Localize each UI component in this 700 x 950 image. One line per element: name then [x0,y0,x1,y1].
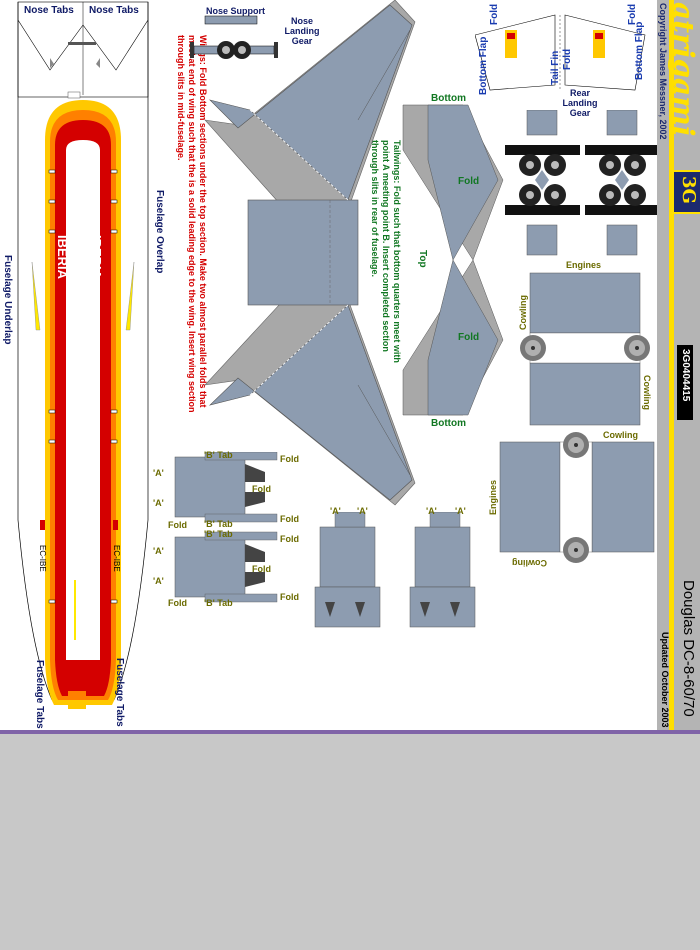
atrigami-logo: atrigami [667,2,700,137]
background-area [0,734,700,950]
tailwing-bottom-lower-label: Bottom [431,418,466,429]
template-sheet: Nose Tabs Nose Tabs Fuselage Underlap Fu… [0,0,700,730]
registration-left: EC-IBE [38,545,47,572]
iberia-right-text: IBERIA [89,235,104,280]
fuselage-tabs-right-label: Fuselage Tabs [114,658,125,727]
pylons-left-part [174,452,278,603]
bottom-divider [0,730,700,734]
pylon-a-tab-7: 'A' [426,506,437,516]
pylon-fold-1: Fold [280,454,299,464]
cowling-label-3: Cowling [603,430,638,440]
nose-tabs-right-label: Nose Tabs [89,5,139,16]
pylon-b-tab-1: 'B' Tab [204,450,233,460]
pylon-a-tab-8: 'A' [455,506,466,516]
rear-gear-left [505,110,580,256]
registration-right: EC-IBE [112,545,121,572]
yellow-stripe [669,0,674,730]
bottom-flap-right-label: Bottom Flap [634,21,645,80]
tail-fin-part [475,14,646,91]
pylon-fold-6: Fold [280,592,299,602]
tailwing-fold-lower-label: Fold [458,332,480,343]
pylon-fold-8: Fold [168,598,187,608]
engines-lower-part [499,432,655,563]
pylon-fold-2: Fold [252,484,271,494]
updated-text: Updated October 2003 [660,632,670,728]
pylon-a-tab-5: 'A' [330,506,341,516]
pylon-a-tab-1: 'A' [153,468,164,478]
rear-gear-part [505,110,660,256]
pylon-b-tab-4: 'B' Tab [204,598,233,608]
pylon-a-tab-4: 'A' [153,576,164,586]
fuselage-underlap-label: Fuselage Underlap [2,255,13,345]
nose-tabs-left-label: Nose Tabs [24,5,74,16]
nose-support-label: Nose Support [206,6,266,16]
fuselage-overlap-label: Fuselage Overlap [154,190,165,274]
pylon-fold-7: Fold [168,520,187,530]
nose-landing-gear-label: Nose Landing Gear [284,16,320,46]
nose-gear-part [190,15,278,59]
pylon-a-tab-2: 'A' [153,498,164,508]
pylon-fold-5: Fold [252,564,271,574]
fold-center-label: Fold [562,48,573,70]
tailwings-part [402,104,504,416]
pylon-fold-4: Fold [280,534,299,544]
cowling-label-1: Cowling [518,295,528,330]
bottom-flap-left-label: Bottom Flap [478,36,489,95]
part-number-text: 3G0404415 [680,349,691,402]
fold-left-label: Fold [489,3,500,25]
iberia-left-text: IBERIA [55,235,70,280]
pylon-b-tab-3: 'B' Tab [204,529,233,539]
model-name: Douglas DC-8-60/70 [680,580,697,717]
tailwing-bottom-top-label: Bottom [431,93,466,104]
wings-part [204,0,416,506]
rear-gear-right [585,110,660,256]
fuselage-tabs-left-label: Fuselage Tabs [34,660,45,729]
3g-badge: 3G [672,170,700,214]
3g-badge-text: 3G [678,176,699,204]
cowling-label-4: Cowling [512,558,547,568]
pylons-center-part [314,512,476,628]
part-number-box: 3G0404415 [677,345,693,420]
engines-top-label: Engines [566,260,602,270]
engines-upper-part [520,272,650,426]
tailwing-fold-upper-label: Fold [458,176,480,187]
engines-side-label: Engines [488,479,498,515]
pylon-a-tab-6: 'A' [357,506,368,516]
copyright-text: Copyright James Messner, 2002 [658,3,668,140]
fold-right-label: Fold [627,3,638,25]
pylon-a-tab-3: 'A' [153,546,164,556]
tail-fin-label: Tail Fin [550,50,561,85]
pylon-fold-3: Fold [280,514,299,524]
fuselage-panel [17,1,149,709]
tailwing-top-label: Top [417,250,428,268]
pylon-b-tab-2: 'B' Tab [204,519,233,529]
rear-landing-gear-label: Rear Landing Gear [562,88,598,118]
cowling-label-2: Cowling [642,375,652,410]
